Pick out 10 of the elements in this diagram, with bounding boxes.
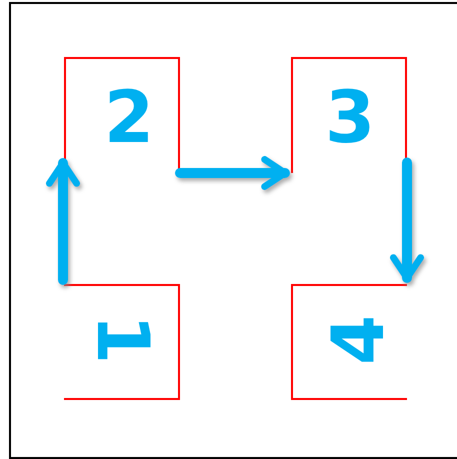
open-square-outline [291, 57, 407, 173]
arrow [175, 156, 290, 190]
open-square-outline [291, 284, 407, 400]
step-number: 4 [322, 314, 394, 366]
step-number: 1 [87, 314, 160, 364]
arrow [46, 158, 80, 285]
open-square-outline [64, 284, 180, 400]
step-number: 2 [104, 81, 154, 153]
step-number: 3 [325, 81, 376, 153]
arrow [390, 158, 424, 283]
